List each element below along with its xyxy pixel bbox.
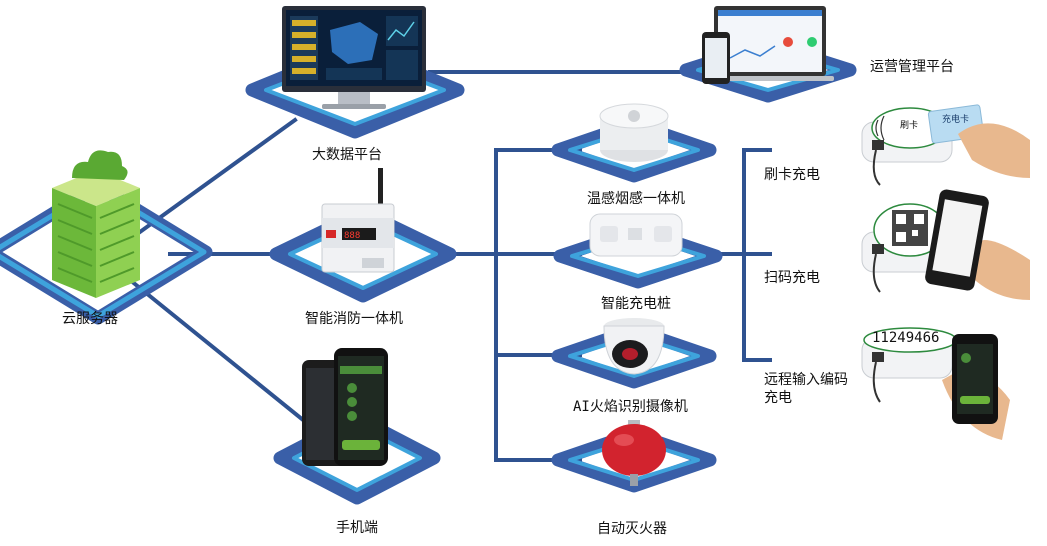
server-building-icon [52, 150, 140, 298]
cloud-icon [72, 150, 128, 180]
label-ops-platform: 运营管理平台 [870, 59, 954, 75]
card-text: 充电卡 [942, 115, 970, 125]
line-cloud-mobile [127, 277, 321, 435]
laptop-phone-icon [702, 6, 834, 84]
hand-icon [958, 123, 1030, 178]
dome-camera-icon [603, 318, 665, 375]
label-mobile: 手机端 [336, 520, 378, 536]
big-data-node[interactable] [245, 6, 465, 139]
label-extinguisher: 自动灭火器 [597, 521, 667, 537]
charging-socket-icon [589, 213, 683, 257]
extinguisher-node[interactable] [551, 420, 717, 493]
qr-code-icon [892, 210, 928, 246]
remote-charging-device[interactable] [861, 327, 1010, 440]
cloud-server-node[interactable] [0, 150, 213, 325]
smoke-detector-icon [599, 103, 669, 162]
label-scan-charging: 扫码充电 [764, 270, 820, 286]
label-card-charging: 刷卡充电 [764, 167, 820, 183]
reader-text: 刷卡 [900, 121, 919, 131]
scan-charging-device[interactable] [861, 188, 1030, 300]
fire-control-device-icon: 888 [321, 168, 395, 273]
svg-text:888: 888 [344, 231, 360, 241]
smartphone-pair-icon [302, 348, 388, 466]
label-charging-pile: 智能充电桩 [601, 296, 671, 312]
extinguisher-ball-icon [602, 420, 666, 486]
label-ai-camera: AI火焰识别摄像机 [573, 399, 688, 415]
label-remote-line2: 充电 [764, 390, 792, 406]
mobile-node[interactable] [273, 348, 441, 505]
ai-camera-node[interactable] [551, 318, 717, 389]
ops-platform-node[interactable] [679, 6, 857, 103]
label-cloud-server: 云服务器 [62, 311, 118, 327]
charging-pile-node[interactable] [553, 213, 723, 289]
line-cloud-bigdata [112, 117, 298, 253]
monitor-dashboard-icon [282, 6, 426, 109]
label-big-data: 大数据平台 [312, 147, 382, 163]
label-fire-unit: 智能消防一体机 [305, 311, 403, 327]
label-smoke-detector: 温感烟感一体机 [587, 191, 685, 207]
fire-unit-node[interactable]: 888 [269, 168, 457, 303]
smoke-detector-node[interactable] [551, 103, 717, 183]
card-charging-device[interactable] [861, 104, 1030, 186]
code-number: 11249466 [872, 330, 940, 346]
label-remote-line1: 远程输入编码 [764, 372, 848, 388]
